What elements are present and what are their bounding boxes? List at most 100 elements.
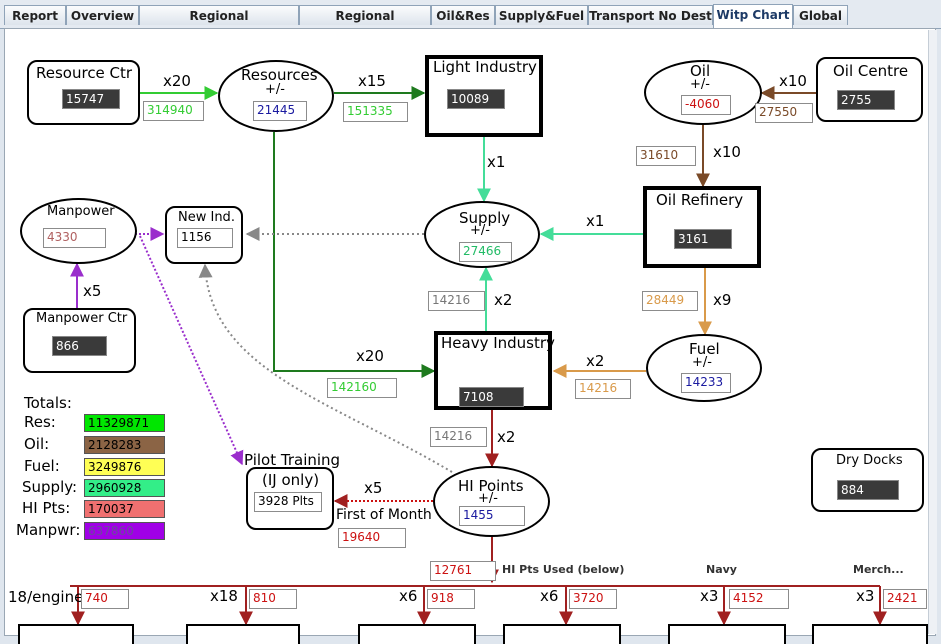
flow-value-resources-to-light-industry: 151335: [343, 102, 408, 122]
oil-sub: +/-: [690, 77, 710, 92]
dry-docks-title: Dry Docks: [836, 453, 903, 468]
tab-supply-fuel[interactable]: Supply&Fuel: [495, 5, 588, 25]
resource-ctr-value: 15747: [62, 89, 120, 109]
oil-title: Oil: [690, 62, 711, 80]
bottom-mult-4: x6: [540, 587, 559, 605]
totals-manpwr-value: 637860: [84, 522, 165, 540]
mult-resources-to-heavy-industry: x20: [356, 347, 384, 365]
flow-value-oil-centre-to-oil: 27550: [755, 103, 813, 123]
pilot-training-sub: (IJ only): [262, 471, 320, 489]
fuel-value: 14233: [681, 373, 731, 393]
light-industry-title: Light Industry: [433, 58, 537, 76]
bottom-node-3[interactable]: [358, 624, 476, 644]
light-industry-value: 10089: [447, 89, 505, 109]
tab-report[interactable]: Report: [4, 5, 66, 25]
flow-value-fuel-to-heavy-industry: 14216: [575, 379, 631, 399]
oil-centre-value: 2755: [837, 90, 895, 110]
hi-points-value: 1455: [459, 506, 525, 526]
flow-value-heavy-industry-to-supply: 14216: [428, 291, 485, 311]
manpower-node[interactable]: [20, 198, 137, 264]
supply-value: 27466: [459, 242, 512, 262]
totals-oil-label: Oil:: [24, 435, 50, 453]
oil-refinery-title: Oil Refinery: [656, 191, 744, 209]
bottom-mult-2: x18: [210, 587, 238, 605]
totals-fuel-value: 3249876: [84, 458, 165, 476]
flow-value-hi-points-used: 12761: [430, 561, 496, 581]
totals-fuel-label: Fuel:: [24, 457, 60, 475]
tab-witp-chart[interactable]: Witp Chart: [713, 4, 793, 28]
heavy-industry-value: 7108: [459, 387, 524, 407]
navy-label: Navy: [706, 563, 737, 576]
resources-sub: +/-: [265, 82, 285, 97]
resources-value: 21445: [253, 101, 307, 121]
mult-manpower-ctr-to-manpower: x5: [83, 282, 102, 300]
mult-light-industry-to-supply: x1: [487, 153, 506, 171]
bottom-node-4[interactable]: [503, 624, 621, 644]
hi-points-sub: +/-: [478, 491, 498, 506]
totals-res-label: Res:: [24, 413, 56, 431]
flow-value-resources-to-heavy-industry: 142160: [327, 378, 397, 398]
mult-hi-points-to-pilot-training: x5: [364, 479, 383, 497]
mult-refinery-to-supply: x1: [586, 212, 605, 230]
bottom-value-1: 740: [81, 589, 129, 609]
bottom-mult-6: x3: [856, 587, 875, 605]
mult-resource-ctr-to-resources: x20: [163, 72, 191, 90]
oil-refinery-node[interactable]: [643, 186, 761, 268]
totals-hi-pts-label: HI Pts:: [22, 499, 71, 517]
bottom-mult-5: x3: [700, 587, 719, 605]
engine-label: 18/engine: [8, 588, 84, 606]
bottom-node-navy[interactable]: [668, 624, 786, 644]
oil-centre-node[interactable]: [816, 57, 923, 122]
totals-manpwr-label: Manpwr:: [16, 521, 81, 539]
bottom-node-1[interactable]: [18, 624, 134, 644]
arrow-manpower-to-pilot-training: [139, 235, 244, 466]
bottom-value-3: 918: [427, 589, 475, 609]
fuel-title: Fuel: [689, 340, 720, 358]
bottom-node-2[interactable]: [186, 624, 300, 644]
tab-global[interactable]: Global: [793, 5, 848, 25]
bottom-value-2: 810: [249, 589, 297, 609]
pilot-training-title: Pilot Training: [244, 451, 341, 469]
flow-value-hi-points-to-pilot-training: 19640: [338, 528, 406, 548]
bottom-node-merch[interactable]: [812, 624, 928, 644]
manpower-ctr-title: Manpower Ctr: [36, 311, 128, 326]
mult-heavy-industry-to-supply: x2: [494, 291, 513, 309]
vertical-scrollbar[interactable]: [928, 30, 937, 634]
bottom-mult-3: x6: [399, 587, 418, 605]
heavy-industry-title: Heavy Industry: [441, 334, 555, 352]
new-ind-value: 1156: [177, 228, 233, 248]
bottom-value-6: 2421: [883, 589, 927, 609]
totals-res-value: 11329871: [84, 414, 165, 432]
oil-value: -4060: [681, 95, 731, 115]
supply-title: Supply: [459, 209, 511, 227]
tab-transport-no-dest[interactable]: Transport No Dest: [588, 5, 713, 25]
pilot-training-value: 3928 Plts: [254, 492, 322, 512]
totals-hi-pts-value: 170037: [84, 500, 165, 518]
resources-title: Resources: [241, 66, 318, 84]
supply-sub: +/-: [470, 223, 490, 238]
flow-value-refinery-to-fuel: 28449: [642, 291, 698, 311]
merch-label: Merch...: [853, 563, 904, 576]
hi-points-used-label: HI Pts Used (below): [502, 563, 625, 576]
flow-value-resource-ctr-to-resources: 314940: [143, 101, 204, 121]
flow-value-oil-to-refinery: 31610: [636, 146, 696, 166]
totals-supply-value: 2960928: [84, 479, 165, 497]
dry-docks-node[interactable]: [811, 448, 924, 512]
mult-oil-centre-to-oil: x10: [779, 72, 807, 90]
flow-value-heavy-industry-to-hi-points: 14216: [430, 427, 487, 447]
oil-refinery-value: 3161: [674, 229, 732, 249]
manpower-ctr-node[interactable]: [23, 308, 136, 373]
mult-fuel-to-heavy-industry: x2: [586, 352, 605, 370]
hi-points-title: HI Points: [458, 477, 524, 495]
tab-oil-res[interactable]: Oil&Res: [431, 5, 495, 25]
resource-ctr-title: Resource Ctr: [36, 64, 133, 82]
new-ind-title: New Ind.: [178, 210, 235, 225]
tab-overview[interactable]: Overview: [66, 5, 139, 25]
manpower-value: 4330: [43, 228, 106, 248]
manpower-title: Manpower: [47, 204, 115, 219]
mult-refinery-to-fuel: x9: [713, 291, 732, 309]
mult-heavy-industry-to-hi-points: x2: [497, 428, 516, 446]
mult-resources-to-light-industry: x15: [358, 72, 386, 90]
mult-oil-to-refinery: x10: [713, 143, 741, 161]
